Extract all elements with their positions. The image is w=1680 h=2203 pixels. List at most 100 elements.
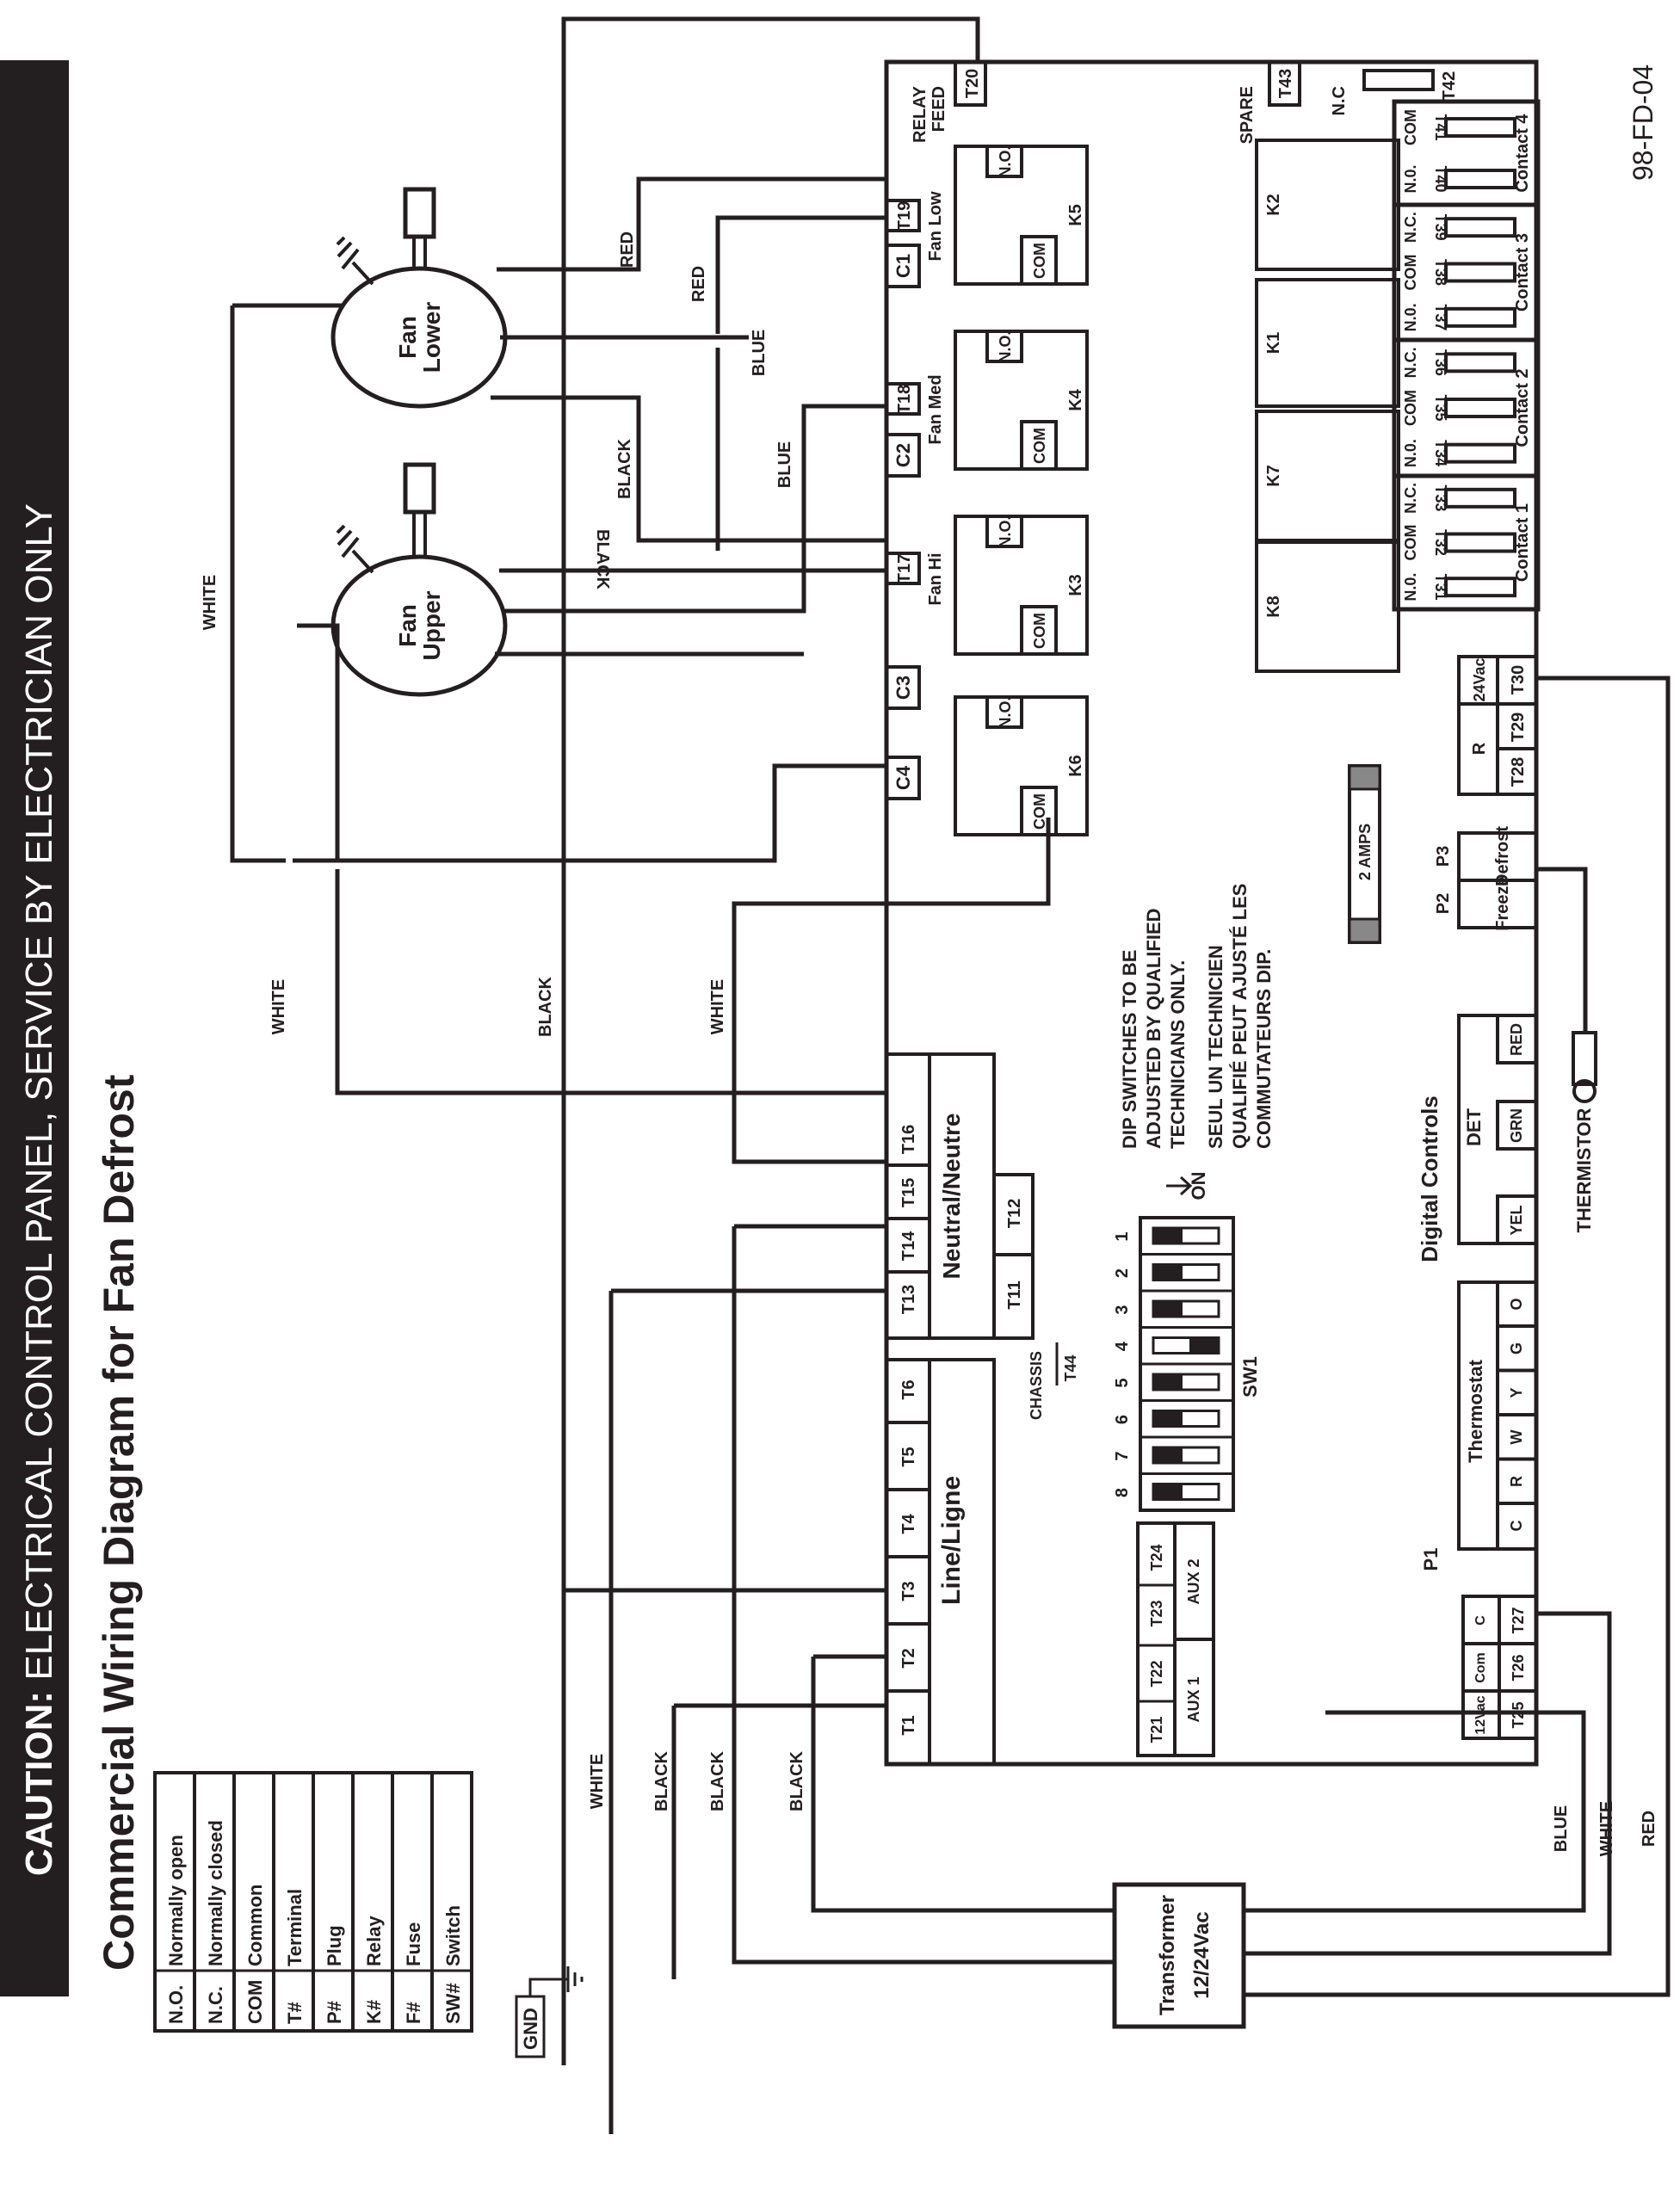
legend-abbr: P# bbox=[324, 2001, 345, 2024]
nc-label: N.C bbox=[1330, 86, 1349, 115]
power-12-terminal: T27 bbox=[1510, 1607, 1527, 1633]
contact-name: Contact 1 bbox=[1513, 503, 1532, 582]
det-grn bbox=[1496, 1100, 1538, 1151]
contact-terminal-label: T34 bbox=[1432, 440, 1449, 466]
wire-label-white-top: WHITE bbox=[201, 575, 219, 630]
wire-label-black-left1: BLACK bbox=[652, 1750, 671, 1811]
power-12-terminal: T25 bbox=[1510, 1701, 1527, 1728]
legend-abbr: T# bbox=[284, 2002, 306, 2024]
relay-no-terminal bbox=[985, 515, 1023, 548]
thermostat-pin: R bbox=[1508, 1476, 1525, 1487]
contact-terminal-label: T32 bbox=[1432, 529, 1449, 556]
fan-upper: FanUpper bbox=[330, 462, 508, 697]
legend-abbr: SW# bbox=[442, 1983, 464, 2024]
capacitor-3 bbox=[885, 665, 921, 710]
line-terminal: T4 bbox=[899, 1513, 918, 1533]
wire-label-xf-blue: BLUE bbox=[1552, 1805, 1571, 1852]
fan-terminal bbox=[885, 552, 921, 585]
terminal-t42 bbox=[1362, 69, 1435, 91]
aux-relay-box bbox=[1255, 278, 1400, 408]
spare-label: SPARE bbox=[1238, 86, 1257, 144]
contact-terminal bbox=[1444, 169, 1516, 189]
contact-terminal-label: T31 bbox=[1432, 574, 1449, 601]
dip-switch-6[interactable] bbox=[1152, 1410, 1220, 1428]
aux-relay-box bbox=[1255, 540, 1400, 673]
capacitor-4 bbox=[885, 756, 921, 800]
det-red bbox=[1496, 1014, 1538, 1064]
line-label: Line/Ligne bbox=[937, 1476, 966, 1605]
wire-label-xf-white: WHITE bbox=[1597, 1801, 1616, 1856]
power-24-label: 24Vac bbox=[1471, 657, 1488, 701]
aux-relay-label: K7 bbox=[1264, 465, 1283, 487]
wire-label-white-left: WHITE bbox=[588, 1754, 607, 1809]
contact-terminal-label: T35 bbox=[1432, 394, 1449, 421]
terminal-t43-label: T43 bbox=[1276, 69, 1295, 98]
thermistor-bulb bbox=[1572, 1079, 1597, 1103]
dip-notice-fr: SEUL UN TECHNICIEN bbox=[1205, 945, 1226, 1149]
relay-no-label: N.O. bbox=[997, 145, 1014, 177]
dip-number: 8 bbox=[1113, 1488, 1132, 1497]
contact-pin-label: N.C. bbox=[1402, 483, 1419, 514]
det-pin-yel: YEL bbox=[1508, 1205, 1525, 1235]
dip-switch-1[interactable] bbox=[1152, 1226, 1220, 1245]
line-terminal: T1 bbox=[899, 1715, 918, 1735]
relay-name: K6 bbox=[1066, 755, 1085, 777]
contact-pin-label: COM bbox=[1402, 255, 1419, 291]
dip-switch-4[interactable] bbox=[1152, 1336, 1220, 1355]
terminal-t28-label: T28 bbox=[1509, 757, 1528, 787]
fan-lower-motor bbox=[330, 266, 508, 409]
sw1-label: SW1 bbox=[1239, 1356, 1261, 1398]
fan-speed-label: Fan Low bbox=[926, 191, 945, 262]
contact-terminal-label: T33 bbox=[1432, 484, 1449, 511]
plug-p2 bbox=[1457, 879, 1538, 929]
contact-terminal bbox=[1444, 577, 1516, 598]
terminal-t30-label: T30 bbox=[1509, 665, 1528, 694]
dip-switch-7[interactable] bbox=[1152, 1446, 1220, 1465]
dip-number: 4 bbox=[1113, 1341, 1132, 1351]
contact-pin-label: N.C. bbox=[1402, 347, 1419, 378]
capacitor-label: C2 bbox=[892, 443, 914, 467]
relay-com-terminal bbox=[1020, 235, 1058, 286]
fan-terminal bbox=[885, 382, 921, 416]
power-12-label: 12Vac bbox=[1473, 1695, 1488, 1734]
fan-terminal bbox=[885, 199, 921, 232]
dip-number: 1 bbox=[1113, 1231, 1132, 1241]
relay-com-label: COM bbox=[1031, 613, 1048, 649]
fan-upper-motor bbox=[330, 554, 508, 697]
thermostat-pin: W bbox=[1508, 1430, 1525, 1445]
contact-terminal bbox=[1444, 442, 1516, 464]
relay-no-terminal bbox=[985, 330, 1023, 363]
capacitor-label: C1 bbox=[892, 254, 914, 278]
dip-knob bbox=[1153, 1374, 1183, 1390]
relay-name: K5 bbox=[1066, 204, 1085, 226]
dip-number: 3 bbox=[1113, 1305, 1132, 1314]
relay-name: K3 bbox=[1066, 574, 1085, 596]
contact-name: Contact 2 bbox=[1513, 368, 1532, 447]
contact-pin-label: COM bbox=[1402, 525, 1419, 561]
dip-notice-en: TECHNICIANS ONLY. bbox=[1167, 960, 1189, 1149]
contact-terminal bbox=[1444, 532, 1516, 553]
relay-no-label: N.O. bbox=[997, 330, 1014, 362]
dip-switch-8[interactable] bbox=[1152, 1483, 1220, 1501]
dip-switch-3[interactable] bbox=[1152, 1299, 1220, 1318]
dip-switch-5[interactable] bbox=[1152, 1373, 1220, 1392]
fuse-cap bbox=[1348, 764, 1381, 791]
dip-switch-2[interactable] bbox=[1152, 1263, 1220, 1281]
capacitor-label: C4 bbox=[892, 765, 914, 790]
legend-row bbox=[391, 1771, 434, 2033]
legend-meaning: Normally closed bbox=[205, 1820, 226, 1966]
det-pin-red: RED bbox=[1508, 1023, 1525, 1056]
legend-meaning: Relay bbox=[363, 1916, 385, 1966]
legend-abbr: F# bbox=[403, 2002, 424, 2024]
line-terminal: T6 bbox=[899, 1379, 918, 1399]
contact-terminal bbox=[1444, 398, 1516, 418]
fan-terminal-label: T17 bbox=[895, 554, 914, 583]
legend-meaning: Fuse bbox=[403, 1922, 424, 1966]
line-terminal: T2 bbox=[899, 1648, 918, 1668]
contact-terminal bbox=[1444, 487, 1516, 509]
contact-terminal-label: T36 bbox=[1432, 349, 1449, 376]
contact-terminal-label: T39 bbox=[1432, 214, 1449, 241]
legend-meaning: Terminal bbox=[284, 1889, 306, 1966]
plug-p1: P1 bbox=[1420, 1548, 1442, 1571]
